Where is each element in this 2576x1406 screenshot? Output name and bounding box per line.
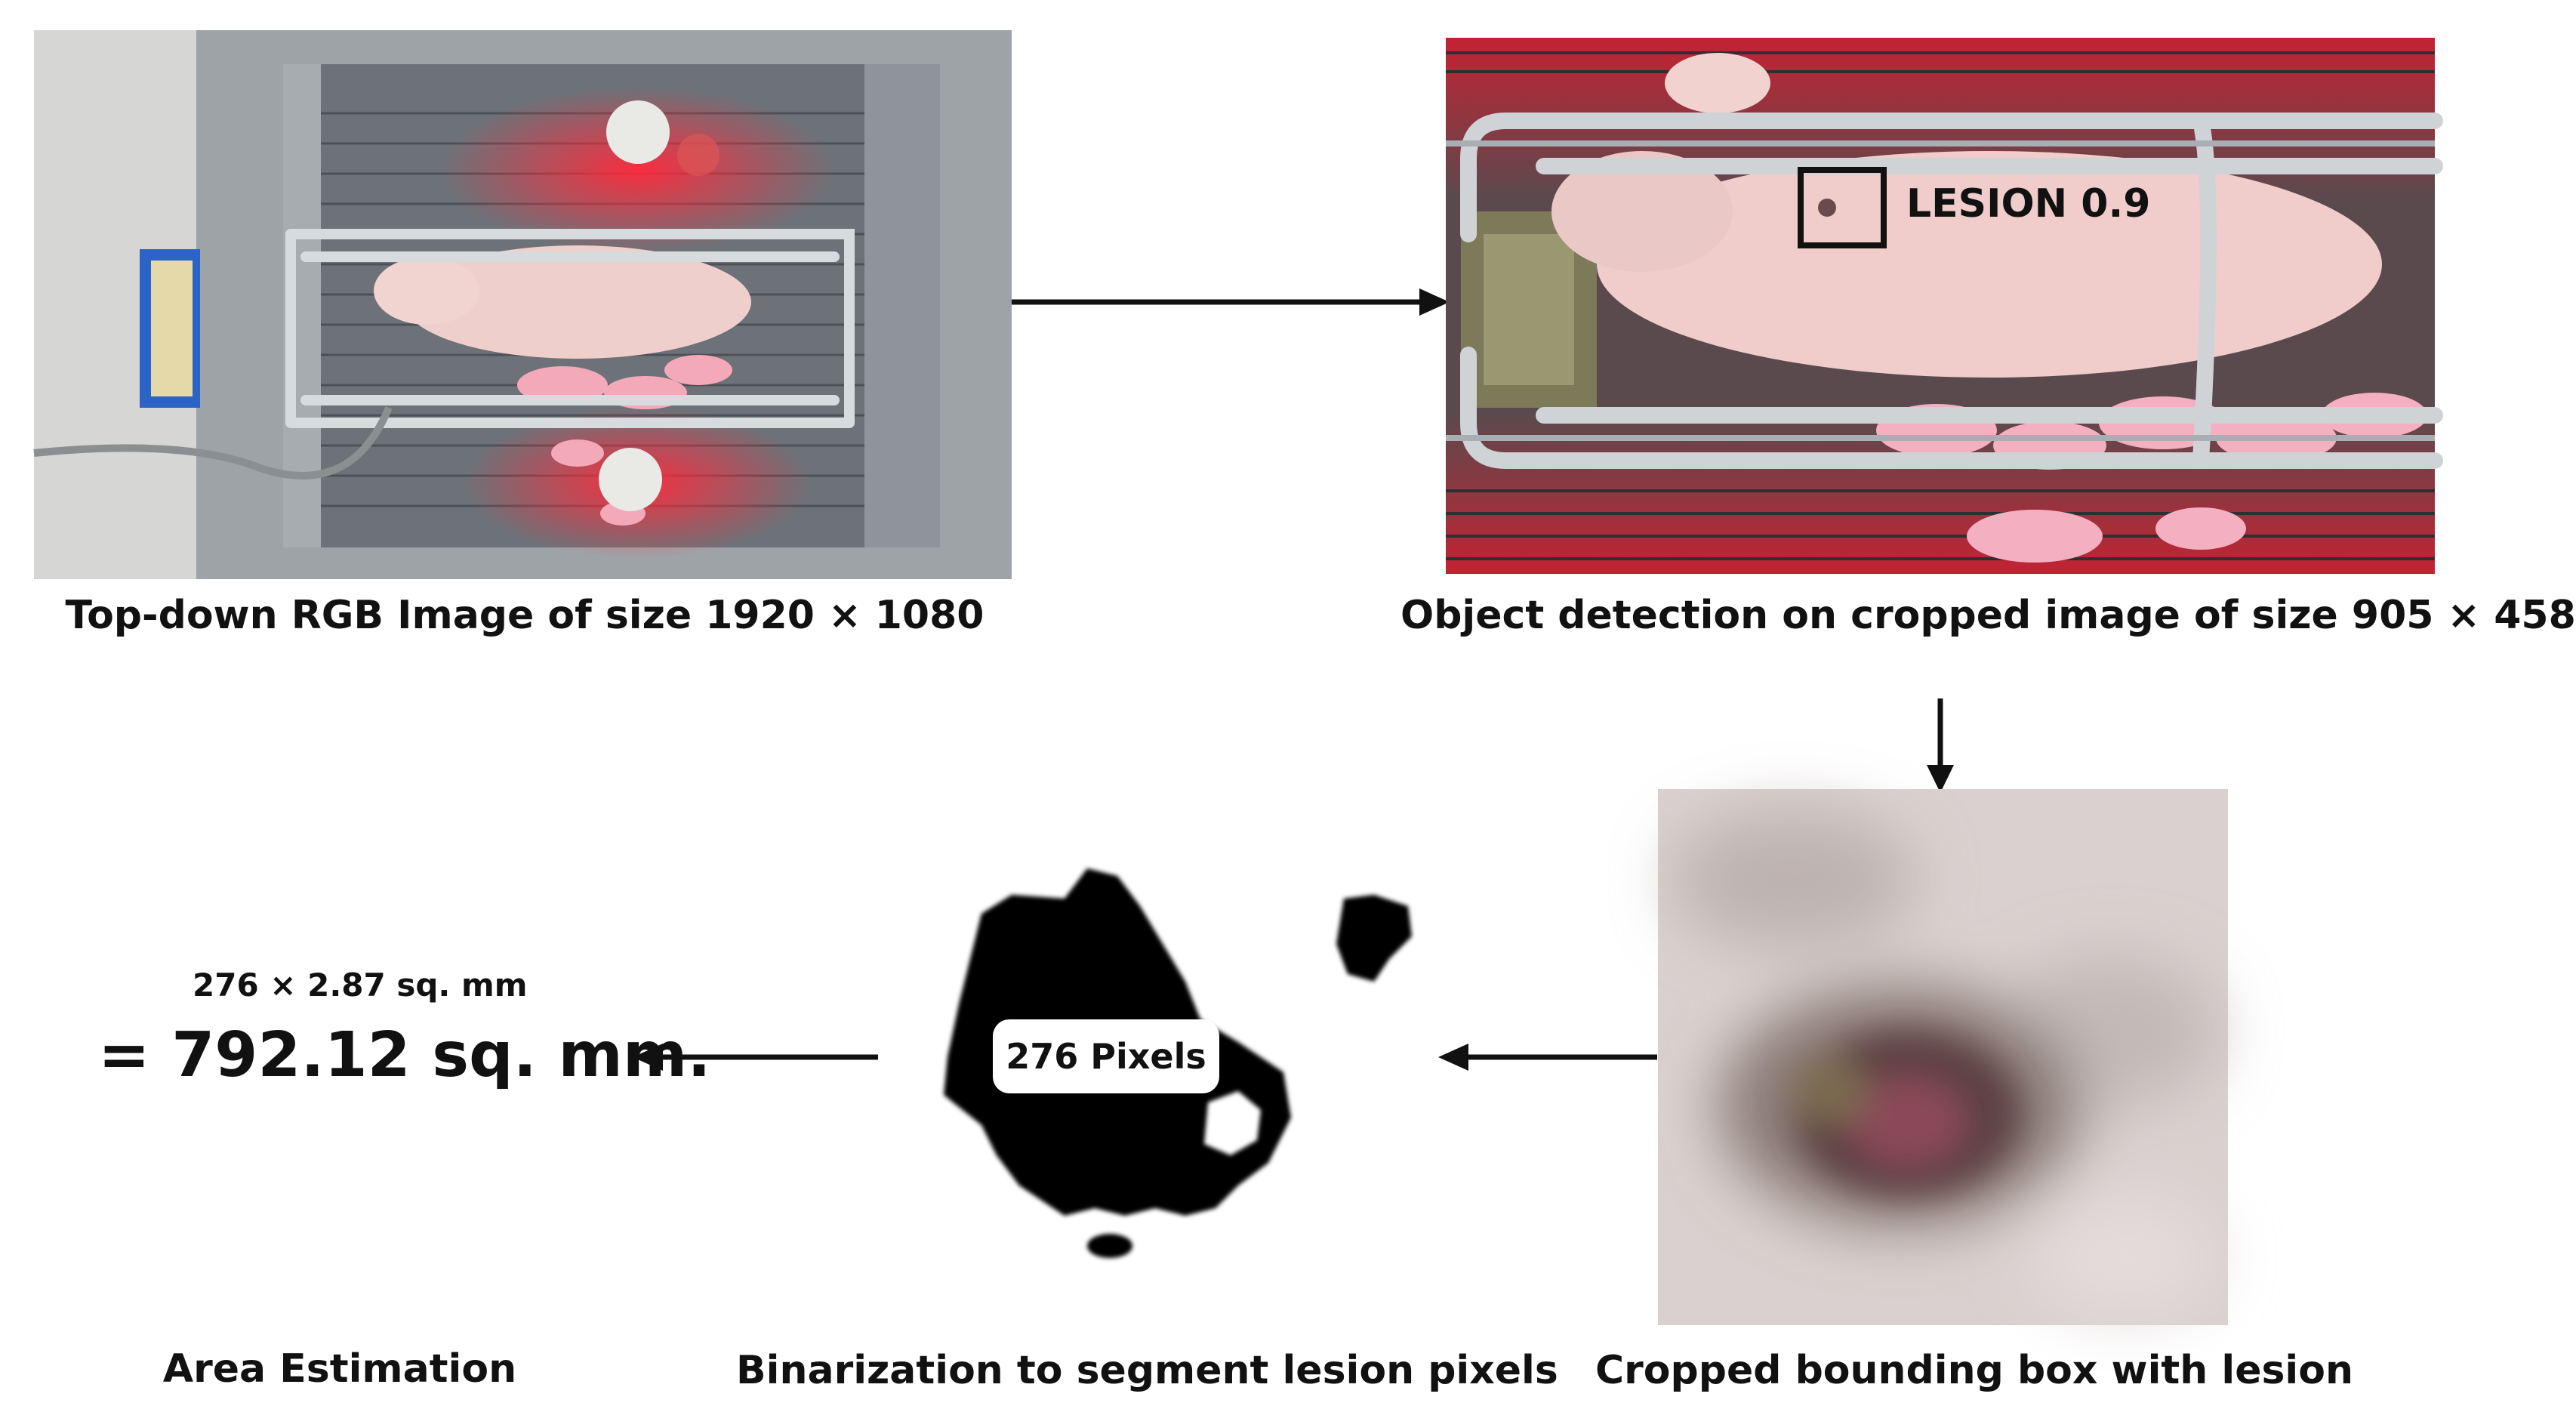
topdown-caption: Top-down RGB Image of size 1920 × 1080: [65, 593, 984, 638]
binarization-caption: Binarization to segment lesion pixels: [736, 1348, 1558, 1393]
topdown-rgb-image: [33, 30, 1012, 579]
farrowing-pen-illustration: [33, 30, 1012, 579]
detection-label: LESION 0.9: [1906, 181, 2151, 227]
area-formula: 276 × 2.87 sq. mm: [193, 967, 528, 1004]
detection-image: [1446, 38, 2443, 574]
left-arrow-icon: [633, 1044, 878, 1071]
right-arrow-icon: [1012, 288, 1450, 316]
detection-caption: Object detection on cropped image of siz…: [1400, 593, 2576, 638]
area-caption: Area Estimation: [162, 1346, 517, 1392]
lesion-closeup-illustration: [1658, 789, 2228, 1325]
pixel-count-label: 276 Pixels: [1006, 1036, 1206, 1077]
pixel-count-badge: 276 Pixels: [993, 1019, 1219, 1093]
pipeline-diagram: Top-down RGB Image of size 1920 × 1080: [33, 30, 2576, 1393]
area-result: = 792.12 sq. mm.: [98, 1019, 711, 1091]
detection-illustration: [1446, 38, 2443, 574]
down-arrow-icon: [1927, 698, 1954, 793]
cropped-lesion-image: [1658, 789, 2228, 1325]
detection-bounding-box: [1798, 167, 1887, 248]
left-arrow-icon: [1438, 1044, 1657, 1071]
crop-caption: Cropped bounding box with lesion: [1595, 1348, 2353, 1393]
